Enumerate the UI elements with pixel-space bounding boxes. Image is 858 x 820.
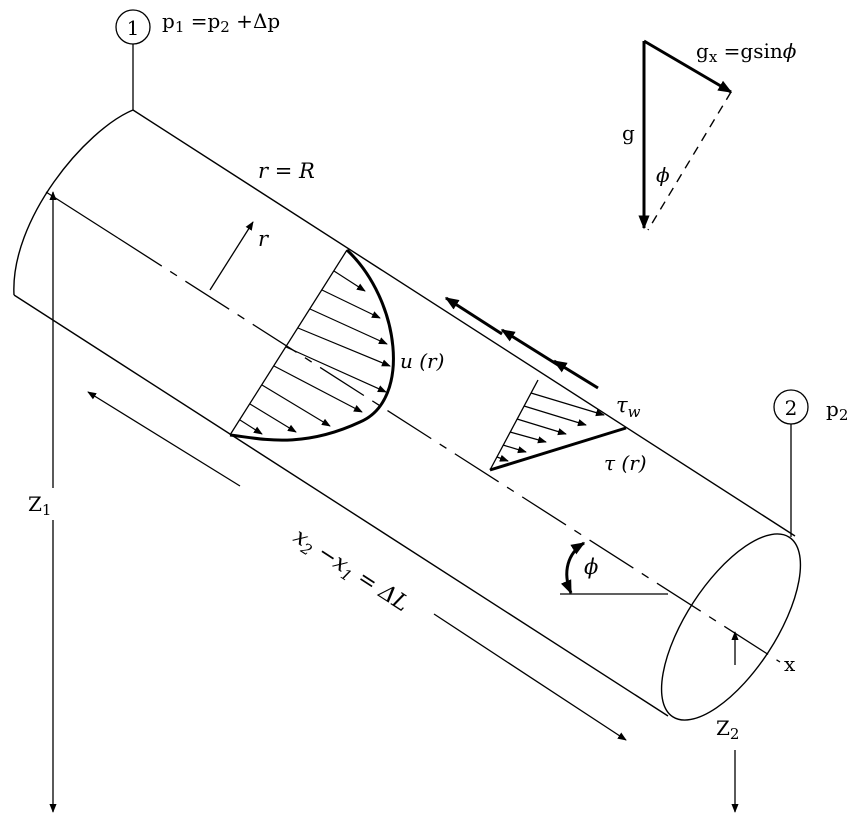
radius-indicator: r: [209, 221, 270, 291]
shear-arrows: [496, 392, 605, 462]
length-arrow-upper: [87, 391, 241, 487]
velocity-arrow: [285, 346, 387, 393]
gravity-label: g: [622, 121, 635, 145]
velocity-label: u (r): [400, 349, 444, 373]
incline-angle-arc: [560, 541, 586, 595]
velocity-arrow: [239, 419, 263, 435]
z1-label: Z1: [28, 492, 51, 519]
velocity-arrow: [333, 270, 366, 292]
shear-arrow: [496, 454, 509, 462]
wall-radius-label: r = R: [258, 159, 315, 183]
velocity-arrow: [261, 384, 331, 427]
wall-shear-arrow: [552, 359, 599, 390]
radius-arrow: [209, 221, 254, 291]
velocity-arrow: [273, 365, 363, 413]
gx-component-vector: [643, 39, 733, 94]
shear-profile-base: [489, 379, 539, 471]
length-arrow-lower: [433, 613, 627, 741]
velocity-arrow: [297, 327, 391, 367]
station-1: 1 p1 =p2 +Δp: [115, 9, 280, 110]
pipe-centerline-left: [45, 191, 119, 239]
wall-shear-arrows: [444, 296, 599, 390]
station-2-number: 2: [785, 396, 798, 420]
station-2-pressure-label: p2: [826, 397, 848, 424]
incline-angle-label: ϕ: [584, 555, 598, 579]
elevation-z1: Z1: [28, 191, 57, 813]
shear-arrow: [523, 405, 587, 427]
shear-arrow: [509, 431, 547, 444]
gravity-angle-label: ϕ: [656, 163, 670, 187]
shear-profile: τw τ (r): [489, 379, 647, 475]
pipe-top-wall: [132, 109, 796, 537]
gravity-triangle: g ϕ gx =gsinϕ: [622, 39, 797, 231]
radius-label: r: [258, 227, 270, 251]
gx-label: gx =gsinϕ: [696, 39, 797, 66]
shear-arrow: [530, 392, 605, 417]
pipe-right-end: [660, 533, 802, 721]
velocity-profile-base: [229, 249, 348, 436]
wall-shear-arrow: [500, 328, 559, 367]
shear-profile-line: [489, 426, 627, 472]
elevation-z2: Z2: [716, 631, 739, 813]
pipe-centerline: [117, 237, 781, 663]
shear-arrow: [502, 444, 527, 454]
incline-angle: ϕ: [560, 541, 668, 595]
pipe-left-end: [13, 109, 134, 296]
gravity-normal-dashed: [647, 91, 732, 231]
velocity-arrow: [249, 403, 297, 433]
shear-arrow: [516, 418, 567, 436]
velocity-arrows: [239, 270, 391, 435]
wall-shear-label: τw: [616, 393, 641, 421]
station-2: 2 p2: [773, 389, 848, 537]
velocity-arrow: [309, 308, 388, 345]
axis-label-x: x: [784, 652, 796, 676]
pipe-bottom-wall: [13, 294, 669, 717]
length-label: x2 −x1 = ΔL: [287, 524, 413, 620]
z2-label: Z2: [716, 716, 739, 743]
velocity-arrow: [321, 289, 381, 319]
pipe-body: x r = R: [13, 109, 802, 721]
velocity-profile-curve: [229, 248, 395, 442]
station-1-pressure-label: p1 =p2 +Δp: [162, 9, 280, 36]
velocity-profile: u (r): [229, 248, 444, 442]
station-1-number: 1: [127, 16, 140, 40]
length-dimension: x2 −x1 = ΔL: [87, 391, 627, 741]
shear-label: τ (r): [604, 451, 647, 475]
wall-shear-arrow: [444, 296, 503, 336]
